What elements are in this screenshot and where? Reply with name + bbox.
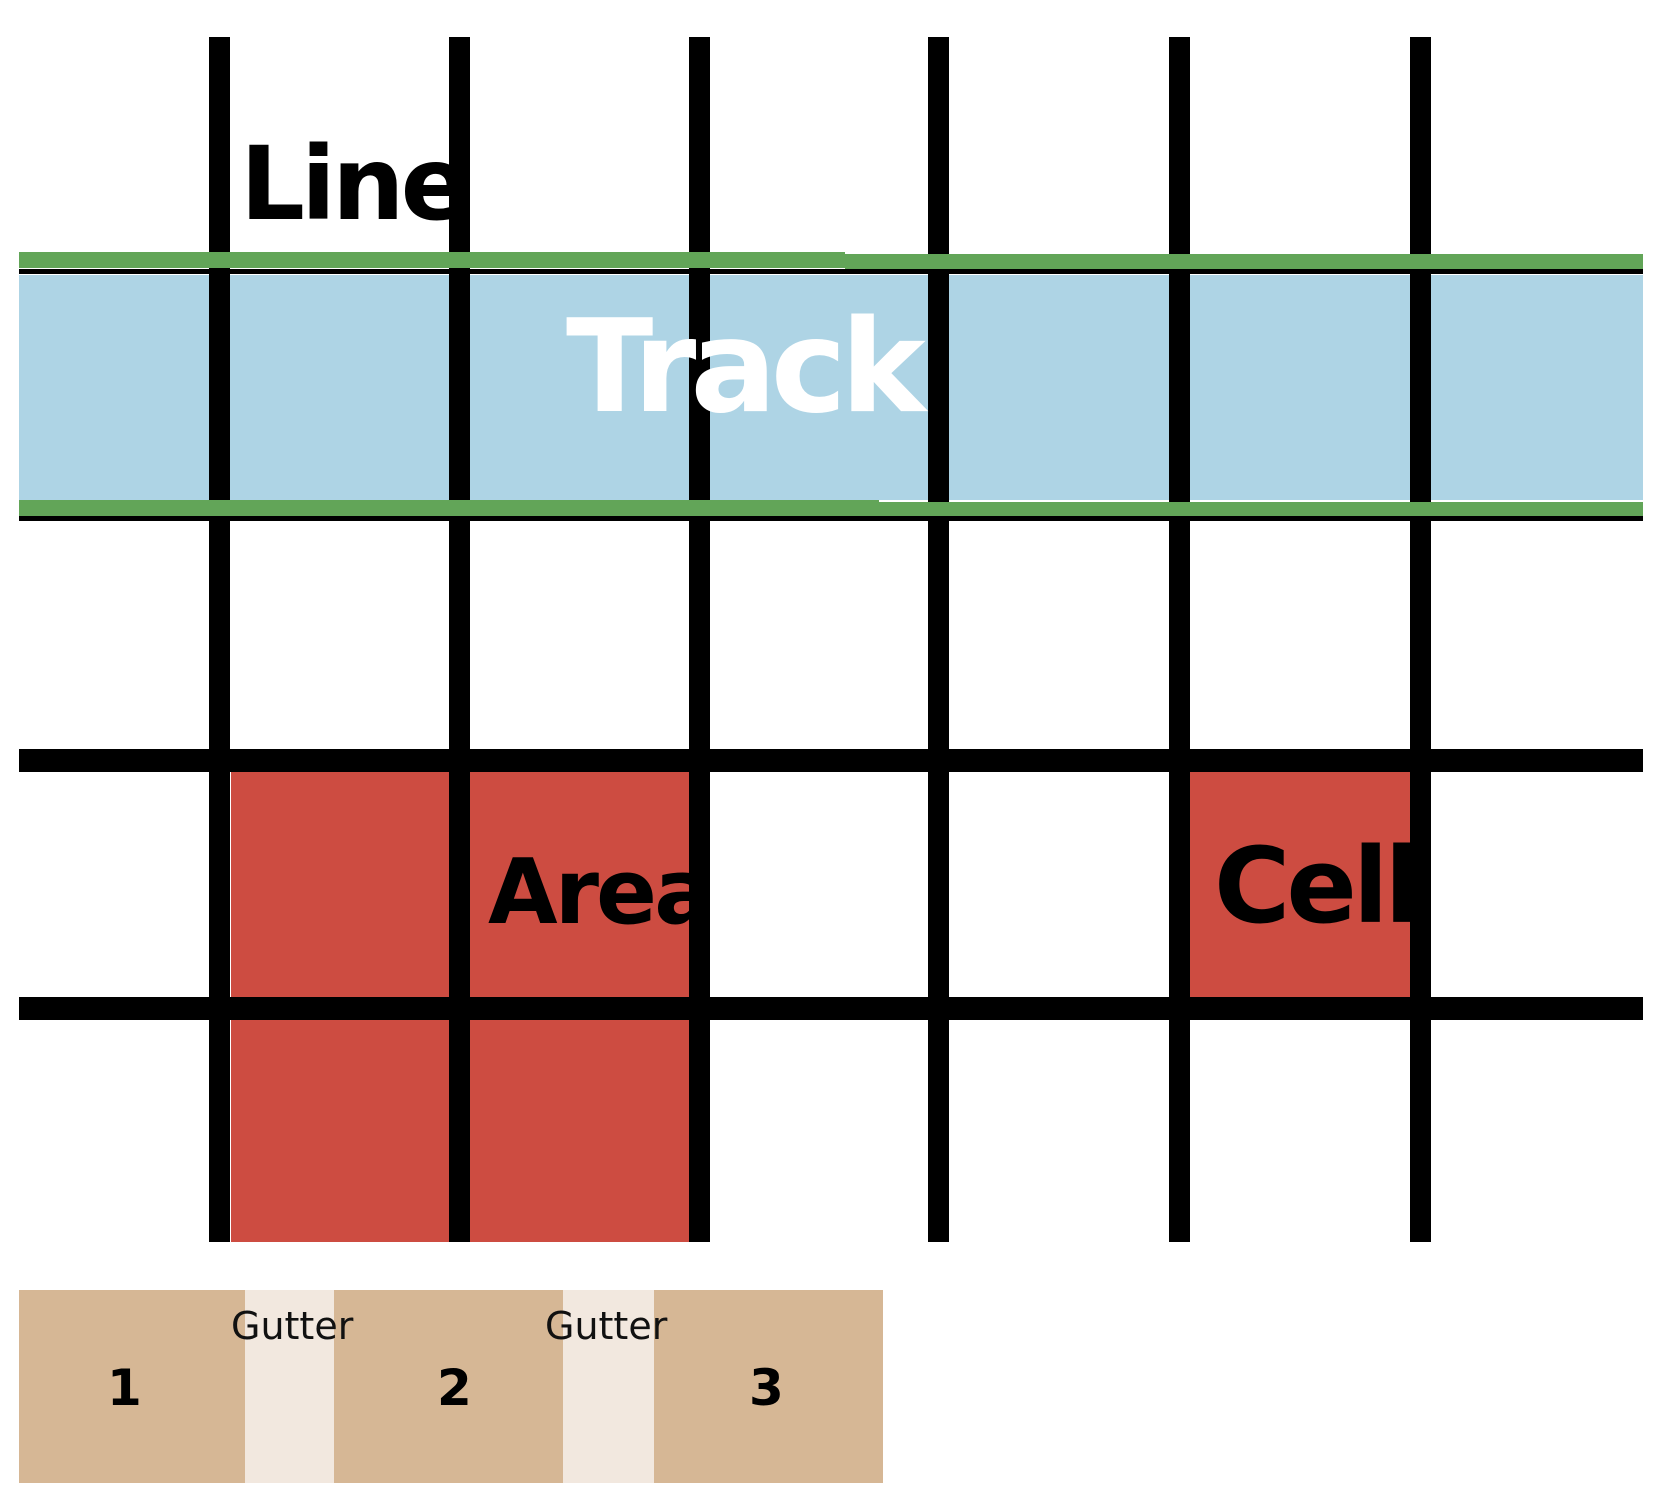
grid-line-vertical <box>449 37 470 1242</box>
area-cell <box>231 1019 449 1242</box>
column-number: 2 <box>437 1359 472 1417</box>
grid-line-horizontal <box>19 997 1643 1020</box>
grid-line-vertical <box>209 37 230 1242</box>
grid-line-vertical <box>1169 37 1190 1242</box>
grid-line-vertical <box>1410 37 1431 1242</box>
track-top-border-right <box>845 254 1643 270</box>
gutter-band <box>245 1290 334 1483</box>
column-number: 3 <box>749 1359 784 1417</box>
area-cell <box>470 772 689 997</box>
single-cell <box>1190 772 1410 997</box>
track-bottom-border-left <box>19 500 879 516</box>
grid-line-vertical <box>689 37 710 1242</box>
track-bottom-border-right <box>879 502 1643 518</box>
column-number: 1 <box>107 1359 142 1417</box>
area-cell <box>470 1019 689 1242</box>
cell-label: Cell <box>1214 825 1420 947</box>
gutter-label: Gutter <box>231 1304 354 1348</box>
grid-line-vertical <box>928 37 949 1242</box>
area-label: Area <box>488 840 715 945</box>
gutter-band <box>563 1290 654 1483</box>
area-cell <box>231 772 449 997</box>
track-top-rule <box>19 269 1643 274</box>
track-band <box>19 275 1643 500</box>
line-label: Line <box>240 125 470 244</box>
track-bottom-rule <box>19 516 1643 521</box>
columns-gutters-legend: Gutter Gutter 1 2 3 <box>19 1290 883 1483</box>
grid-line-horizontal <box>19 749 1643 772</box>
track-label: Track <box>566 293 926 442</box>
gutter-label: Gutter <box>545 1304 668 1348</box>
track-top-border-left <box>19 252 845 268</box>
